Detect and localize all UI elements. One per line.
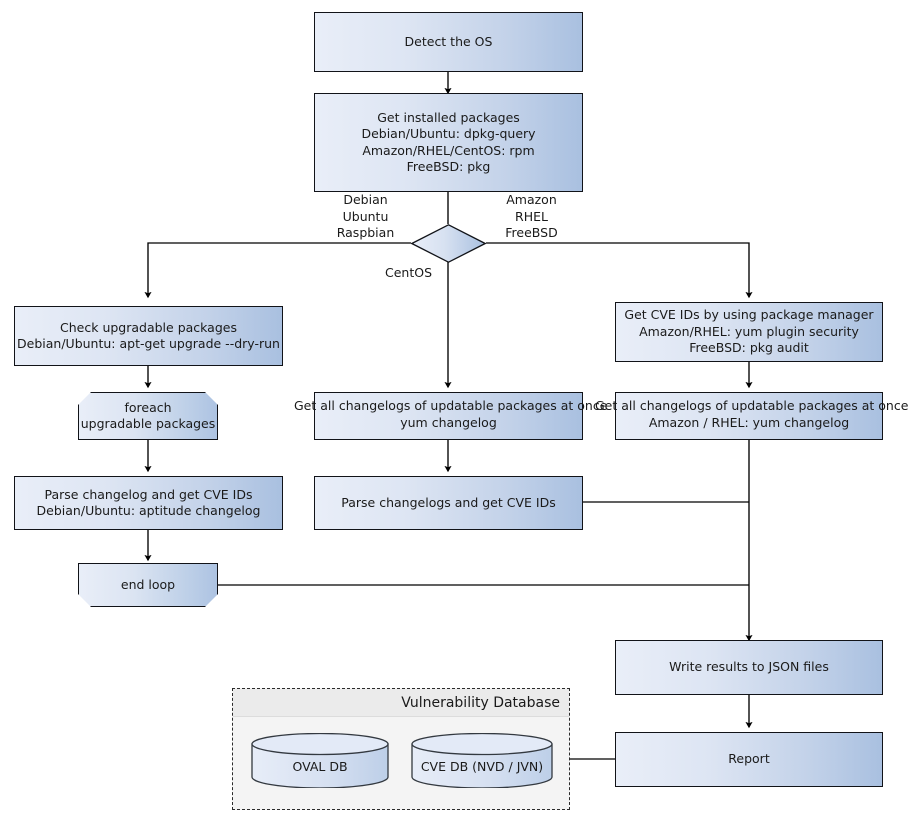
edge-decision-right <box>486 242 753 299</box>
branch-bottom-text: CentOS <box>384 265 432 280</box>
check-upgradable-line2: Debian/Ubuntu: apt-get upgrade --dry-run <box>17 336 280 351</box>
parse-changelog-debian-line1: Parse changelog and get CVE IDs <box>44 486 253 502</box>
branch-label-right: Amazon RHEL FreeBSD <box>479 192 584 242</box>
node-report[interactable]: Report <box>615 732 883 787</box>
check-upgradable-line1: Check upgradable packages <box>60 319 237 335</box>
get-cve-ids-line3: FreeBSD: pkg audit <box>689 340 809 356</box>
node-check-upgradable[interactable]: Check upgradable packages Debian/Ubuntu:… <box>14 306 283 366</box>
db-cylinder-oval-label: OVAL DB <box>292 759 348 774</box>
report-label: Report <box>728 751 770 767</box>
get-installed-line1: Get installed packages <box>377 109 520 125</box>
get-installed-line2: Debian/Ubuntu: dpkg-query <box>361 126 536 141</box>
db-cylinder-cve-label: CVE DB (NVD / JVN) <box>420 759 544 774</box>
vulnerability-database-group: Vulnerability Database OVAL DB <box>232 688 570 810</box>
node-get-installed-packages[interactable]: Get installed packages Debian/Ubuntu: dp… <box>314 93 583 192</box>
node-os-decision[interactable] <box>411 224 486 263</box>
db-cylinder-cve[interactable]: CVE DB (NVD / JVN) <box>411 733 553 788</box>
node-foreach-loop[interactable]: foreach upgradable packages <box>78 392 218 440</box>
node-get-changelogs-centos[interactable]: xx <box>314 392 583 440</box>
end-loop-label: end loop <box>120 576 176 592</box>
get-installed-line4: FreeBSD: pkg <box>406 159 491 174</box>
detect-os-label: Detect the OS <box>404 33 493 49</box>
node-parse-changelog-debian[interactable]: Parse changelog and get CVE IDs Debian/U… <box>14 476 283 530</box>
get-installed-line3: Amazon/RHEL/CentOS: rpm <box>362 142 535 158</box>
parse-changelogs-centos-label: Parse changelogs and get CVE IDs <box>341 494 556 510</box>
vulnerability-database-title-bar: Vulnerability Database <box>233 689 569 717</box>
write-results-label: Write results to JSON files <box>669 659 829 675</box>
node-end-loop[interactable]: end loop <box>78 563 218 607</box>
db-cylinder-oval[interactable]: OVAL DB <box>251 733 389 788</box>
parse-changelog-debian-line2: Debian/Ubuntu: aptitude changelog <box>36 503 261 518</box>
node-write-results[interactable]: Write results to JSON files <box>615 640 883 695</box>
foreach-line1: foreach <box>124 399 172 415</box>
get-cve-ids-line2: Amazon/RHEL: yum plugin security <box>639 323 859 339</box>
node-get-cve-ids-pkgmgr[interactable]: Get CVE IDs by using package manager Ama… <box>615 302 883 362</box>
vulnerability-database-title: Vulnerability Database <box>401 694 560 711</box>
node-parse-changelogs-centos[interactable]: Parse changelogs and get CVE IDs <box>314 476 583 530</box>
node-get-changelogs-amazon[interactable]: xx <box>615 392 883 440</box>
get-cve-ids-line1: Get CVE IDs by using package manager <box>624 307 874 323</box>
node-detect-os[interactable]: Detect the OS <box>314 12 583 72</box>
branch-label-left: Debian Ubuntu Raspbian <box>313 192 418 242</box>
foreach-line2: upgradable packages <box>80 416 216 431</box>
branch-label-bottom: CentOS <box>370 265 447 282</box>
branch-right-text: Amazon RHEL FreeBSD <box>505 192 558 240</box>
branch-left-text: Debian Ubuntu Raspbian <box>336 192 395 240</box>
